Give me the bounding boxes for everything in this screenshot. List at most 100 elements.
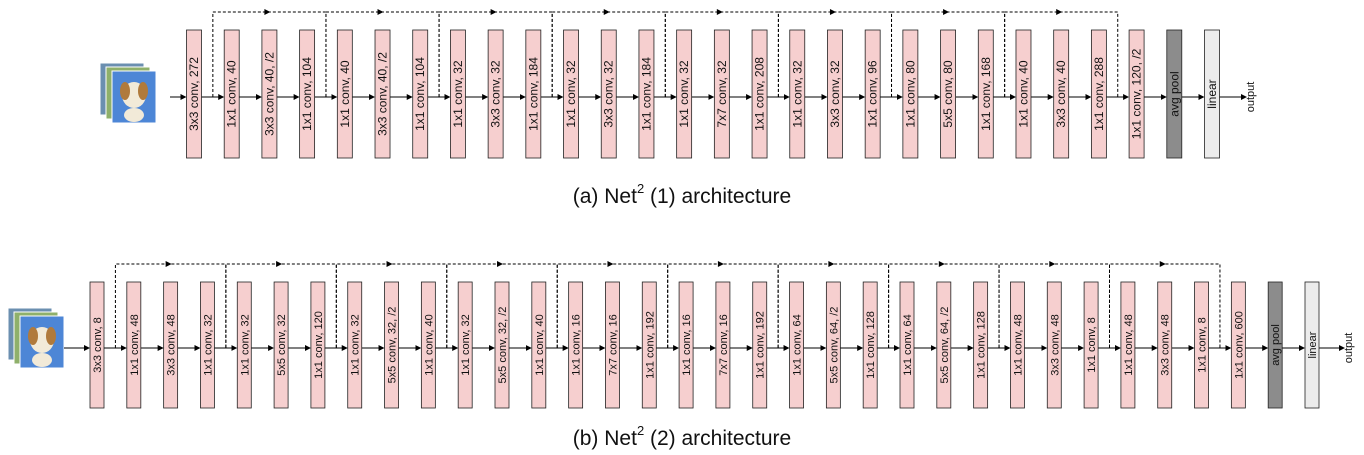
layer-label: 5x5 conv, 80 [941, 60, 955, 127]
layer-conv-box: 1x1 conv, 40 [1015, 29, 1032, 159]
layer-label: 7x7 conv, 32 [715, 60, 729, 127]
layer-conv-box: 3x3 conv, 32 [600, 29, 617, 159]
layer-box-rect [1120, 281, 1136, 409]
layer-label: 1x1 conv, 40 [1016, 60, 1030, 127]
layer-box-rect [1166, 29, 1183, 159]
skip-arrowhead [1049, 261, 1056, 267]
layer-box-rect [186, 29, 202, 159]
layer-label: 1x1 conv, 128 [976, 311, 988, 379]
skip-arrowhead [497, 261, 503, 267]
layer-box-rect [487, 29, 504, 159]
skip-arrowhead [490, 9, 497, 15]
layer-conv-box: 5x5 conv, 32, /2 [384, 281, 399, 409]
layer-box-rect [126, 281, 142, 409]
layer-box-rect [676, 29, 693, 159]
layer-conv-box: 1x1 conv, 192 [752, 281, 768, 409]
layer-label: 7x7 conv, 16 [718, 314, 730, 376]
layer-conv-box: 1x1 conv, 40 [420, 281, 436, 409]
layer-box-rect [568, 281, 584, 409]
layer-box-rect [299, 29, 316, 159]
layer-conv-box: 1x1 conv, 288 [1090, 29, 1107, 159]
layer-label: 5x5 conv, 32, /2 [497, 307, 509, 384]
dog-body-icon [124, 108, 144, 122]
skip-arrowhead [829, 9, 836, 15]
layer-label: 1x1 conv, 168 [979, 57, 993, 131]
layer-label: 3x3 conv, 8 [92, 317, 104, 372]
layer-label: 5x5 conv, 32, /2 [387, 307, 399, 384]
layer-conv-box: 1x1 conv, 96 [864, 29, 881, 159]
layer-box-rect [902, 29, 919, 159]
layer-label: 1x1 conv, 32 [239, 314, 251, 376]
layer-label: 3x3 conv, 40, /2 [262, 52, 276, 136]
layer-conv-box: 1x1 conv, 184 [638, 29, 655, 159]
layer-label: 1x1 conv, 208 [753, 57, 767, 131]
dog-ear-icon [46, 327, 56, 345]
caption-net2-1-post: (1) architecture [644, 185, 792, 208]
layer-pool-box: avg pool [1166, 29, 1183, 159]
layer-label: 1x1 conv, 104 [300, 57, 314, 131]
caption-net2-1: (a) Net2 (1) architecture [0, 181, 1364, 209]
layer-label: avg pool [1167, 71, 1181, 116]
layer-box-rect [525, 29, 542, 159]
layer-pool-box: avg pool [1267, 281, 1283, 409]
layer-box-rect [752, 281, 768, 409]
layer-conv-box: 1x1 conv, 104 [412, 29, 429, 159]
layer-conv-box: 1x1 conv, 128 [862, 281, 878, 409]
layer-box-rect [1090, 29, 1107, 159]
layer-label: 1x1 conv, 120, /2 [1130, 48, 1144, 139]
skip-arrowhead [1159, 261, 1166, 267]
layer-label: 3x3 conv, 48 [1049, 314, 1061, 376]
layer-box-rect [789, 281, 804, 409]
layer-box-rect [1053, 29, 1070, 159]
net2-2-diagram: 3x3 conv, 8 1x1 conv, 48 3x3 conv, 48 1x1 c… [7, 261, 1355, 409]
skip-connection [1109, 263, 1221, 348]
layer-box-rect [457, 281, 473, 409]
skip-arrowhead [943, 9, 950, 15]
layer-linear-box: linear [1304, 281, 1320, 409]
layer-label: 1x1 conv, 192 [644, 311, 656, 379]
layer-box-rect [973, 281, 989, 409]
layer-box-rect [600, 29, 617, 159]
layer-box-rect [1128, 29, 1145, 159]
skip-arrowhead [165, 261, 172, 267]
layer-label: 1x1 conv, 32 [451, 60, 465, 127]
layer-label: 1x1 conv, 120 [313, 311, 325, 379]
layer-box-rect [940, 29, 956, 159]
layer-label: 1x1 conv, 80 [903, 60, 917, 127]
layer-label: 1x1 conv, 32 [350, 314, 362, 376]
output-label: output [1343, 333, 1355, 364]
dog-ear-icon [28, 327, 38, 345]
layer-box-rect [1083, 281, 1099, 409]
layer-label: 1x1 conv, 32 [202, 314, 214, 376]
layer-conv-box: 1x1 conv, 32 [236, 281, 252, 409]
dog-body-icon [32, 353, 52, 367]
layer-label: 1x1 conv, 40 [225, 60, 239, 127]
layer-box-rect [789, 29, 806, 159]
layer-conv-box: 1x1 conv, 16 [568, 281, 584, 409]
layer-box-rect [223, 29, 240, 159]
layer-label: 3x3 conv, 48 [1160, 314, 1172, 376]
layer-box-rect [450, 29, 466, 159]
layer-conv-box: 5x5 conv, 80 [940, 29, 956, 159]
layer-label: 3x3 conv, 32 [828, 60, 842, 127]
layer-conv-box: 3x3 conv, 272 [186, 29, 202, 159]
layer-box-rect [374, 29, 391, 159]
layer-label: 5x5 conv, 32 [276, 314, 288, 376]
layer-label: 5x5 conv, 64, /2 [939, 307, 951, 384]
input-image-stack [7, 307, 65, 369]
net2-1-diagram: 3x3 conv, 272 1x1 conv, 40 3x3 conv, 40, /… [99, 9, 1257, 159]
layer-label: 3x3 conv, 48 [166, 314, 178, 376]
layer-conv-box: 1x1 conv, 168 [977, 29, 994, 159]
layer-box-rect [563, 29, 579, 159]
layer-conv-box: 1x1 conv, 48 [126, 281, 142, 409]
layer-label: 3x3 conv, 40, /2 [376, 52, 390, 136]
layer-box-rect [864, 29, 881, 159]
output-label: output [1245, 82, 1257, 113]
layer-conv-box: 3x3 conv, 40, /2 [261, 29, 278, 159]
skip-arrowhead [377, 9, 384, 15]
skip-arrowhead [938, 261, 945, 267]
layer-conv-box: 1x1 conv, 40 [223, 29, 240, 159]
layer-label: 1x1 conv, 40 [534, 314, 546, 376]
layer-label: 3x3 conv, 40 [1054, 60, 1068, 127]
layer-label: 1x1 conv, 96 [866, 60, 880, 127]
